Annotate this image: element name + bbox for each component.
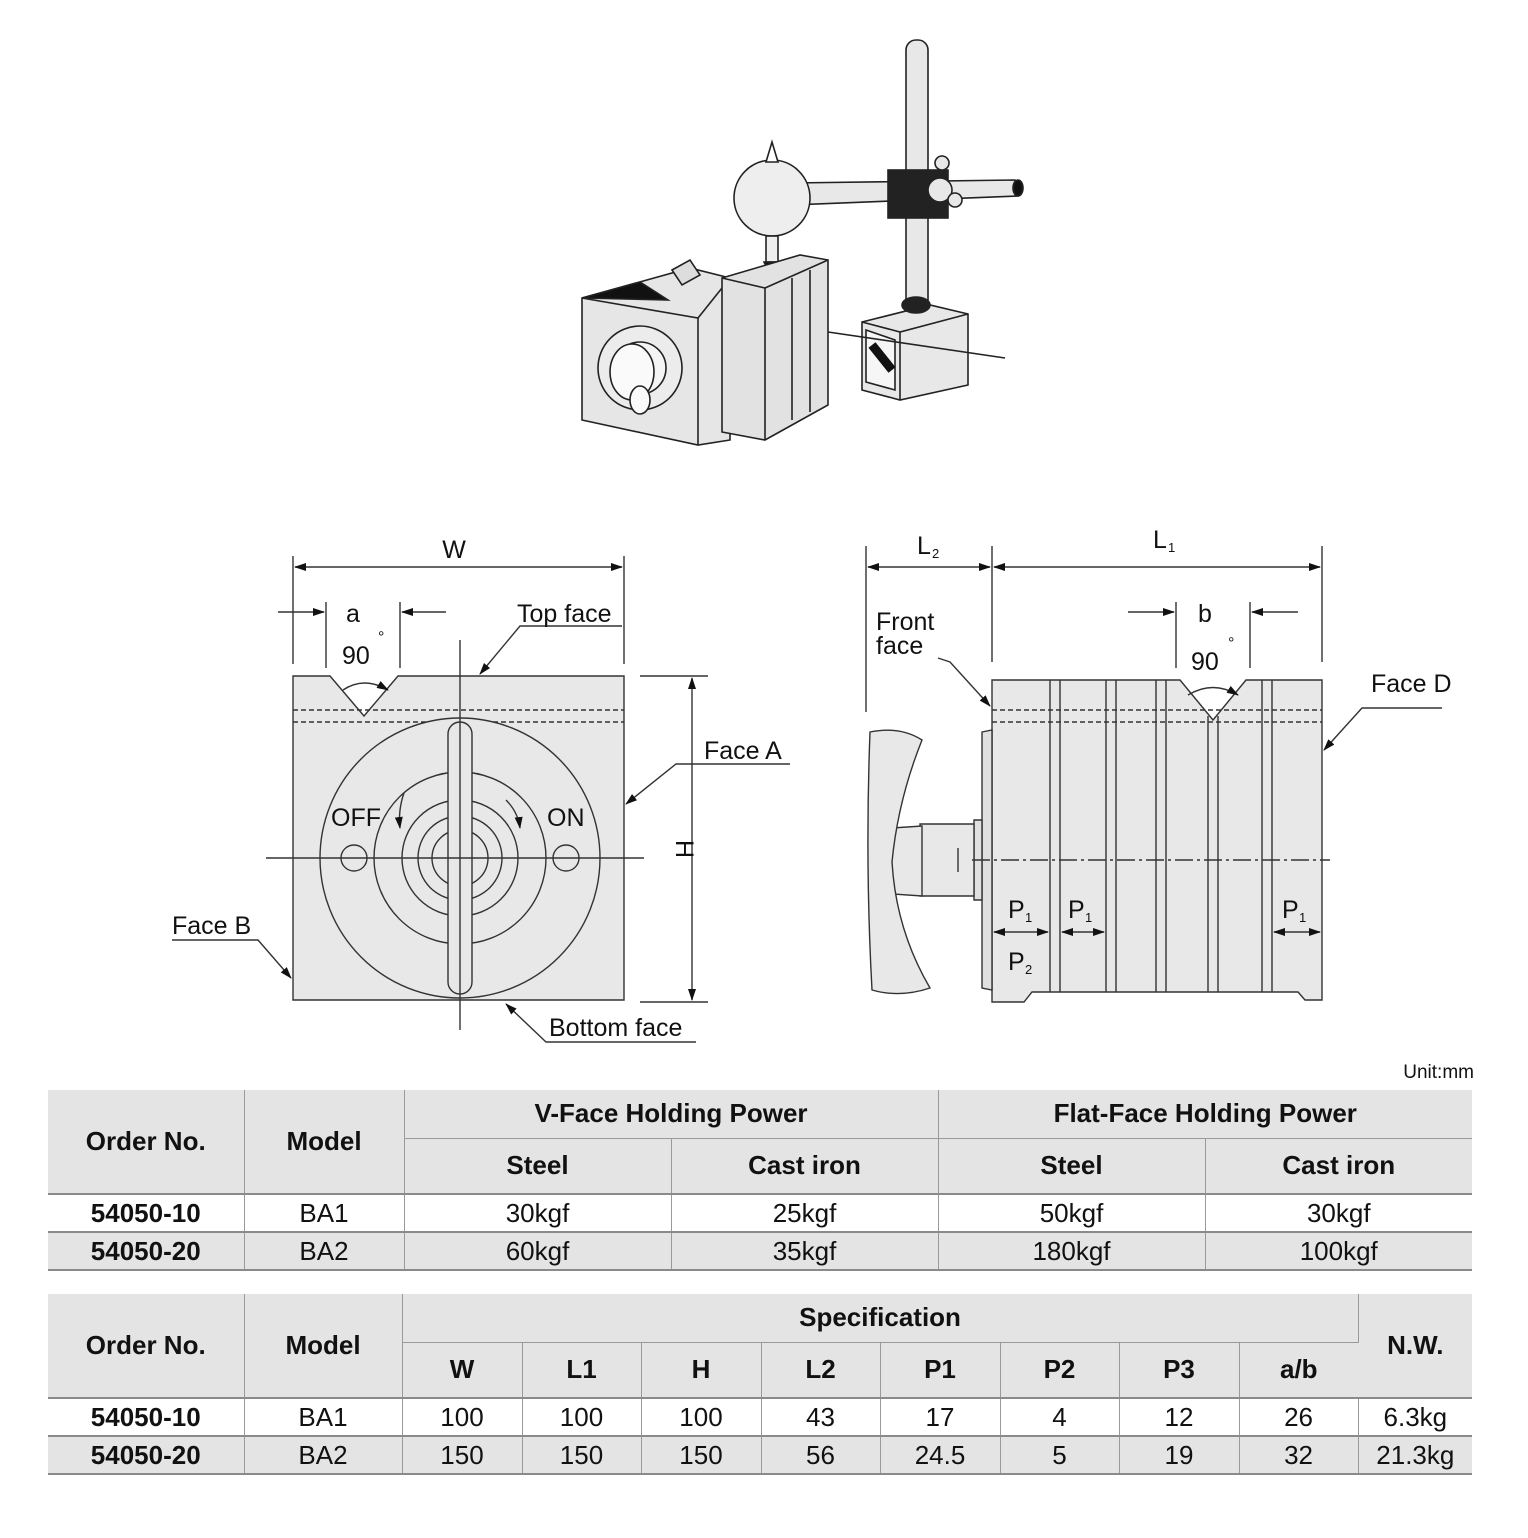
label-degree-right: °: [1228, 635, 1234, 652]
side-view-drawing: [865, 546, 1442, 1003]
value-cell: 19: [1119, 1436, 1240, 1475]
label-p1-a-sub: 1: [1025, 910, 1032, 925]
label-bottom-face: Bottom face: [549, 1014, 682, 1042]
value-cell: 180kgf: [938, 1232, 1206, 1271]
header-p3: P3: [1119, 1342, 1240, 1399]
label-w: W: [442, 536, 466, 564]
header-v-cast-iron: Cast iron: [671, 1138, 939, 1195]
value-cell: 100: [402, 1398, 523, 1437]
holding-power-table: Order No. Model V-Face Holding Power Fla…: [48, 1090, 1472, 1271]
front-view-labels: W a 90 ° Top face Face A OFF ON H Face B…: [172, 536, 782, 1042]
value-cell: 43: [761, 1398, 881, 1437]
value-cell: 32: [1239, 1436, 1359, 1475]
label-p1-a: P: [1008, 896, 1025, 924]
order-no-cell: 54050-20: [48, 1436, 245, 1475]
value-cell: 4: [1000, 1398, 1120, 1437]
header-p1: P1: [880, 1342, 1001, 1399]
label-face: face: [876, 632, 923, 660]
table-row: 54050-20 BA2 150 150 150 56 24.5 5 19 32…: [48, 1436, 1473, 1475]
value-cell: 150: [522, 1436, 642, 1475]
header-w: W: [402, 1342, 523, 1399]
label-top-face: Top face: [517, 600, 612, 628]
value-cell: 50kgf: [938, 1194, 1206, 1233]
header-p2: P2: [1000, 1342, 1120, 1399]
header-flat-cast-iron: Cast iron: [1205, 1138, 1472, 1195]
label-face-b: Face B: [172, 912, 251, 940]
label-p1-c: P: [1282, 896, 1299, 924]
label-l2-sub: 2: [932, 546, 939, 561]
value-cell: 150: [402, 1436, 523, 1475]
label-p1-b-sub: 1: [1085, 910, 1092, 925]
header-order-no: Order No.: [48, 1294, 245, 1399]
model-cell: BA1: [244, 1398, 403, 1437]
value-cell: 24.5: [880, 1436, 1001, 1475]
label-p2: P: [1008, 948, 1025, 976]
order-no-cell: 54050-20: [48, 1232, 245, 1271]
label-off: OFF: [331, 804, 381, 832]
label-l1-sub: 1: [1168, 540, 1175, 555]
label-on: ON: [547, 804, 585, 832]
label-b: b: [1198, 600, 1212, 628]
header-model: Model: [244, 1294, 403, 1399]
technical-drawings: W a 90 ° Top face Face A OFF ON H Face B…: [172, 39, 1452, 1043]
value-cell: 17: [880, 1398, 1001, 1437]
order-no-cell: 54050-10: [48, 1398, 245, 1437]
label-l2: L: [917, 532, 931, 560]
header-specification: Specification: [402, 1294, 1359, 1343]
header-h: H: [641, 1342, 762, 1399]
specification-table: Order No. Model Specification N.W. W L1 …: [48, 1294, 1473, 1475]
label-face-d: Face D: [1371, 670, 1452, 698]
table-row: 54050-20 BA2 60kgf 35kgf 180kgf 100kgf: [48, 1232, 1472, 1271]
value-cell: 56: [761, 1436, 881, 1475]
value-cell: 100kgf: [1205, 1232, 1472, 1271]
label-p1-b: P: [1068, 896, 1085, 924]
model-cell: BA1: [244, 1194, 405, 1233]
magnetic-v-block-illustration: [581, 39, 1024, 446]
model-cell: BA2: [244, 1232, 405, 1271]
unit-label: Unit:mm: [1403, 1062, 1474, 1083]
label-angle-left: 90: [342, 642, 370, 670]
label-p1-c-sub: 1: [1299, 910, 1306, 925]
value-cell: 30kgf: [404, 1194, 672, 1233]
value-cell: 30kgf: [1205, 1194, 1472, 1233]
label-l1: L: [1153, 526, 1167, 554]
label-front: Front: [876, 608, 934, 636]
order-no-cell: 54050-10: [48, 1194, 245, 1233]
header-model: Model: [244, 1090, 405, 1195]
value-cell: 5: [1000, 1436, 1120, 1475]
header-v-face: V-Face Holding Power: [404, 1090, 939, 1139]
header-flat-face: Flat-Face Holding Power: [938, 1090, 1472, 1139]
label-degree-left: °: [378, 629, 384, 646]
value-cell: 12: [1119, 1398, 1240, 1437]
label-h: H: [670, 840, 698, 858]
model-cell: BA2: [244, 1436, 403, 1475]
header-l1: L1: [522, 1342, 642, 1399]
value-cell: 26: [1239, 1398, 1359, 1437]
value-cell: 100: [641, 1398, 762, 1437]
front-view-drawing: [172, 556, 790, 1043]
header-nw: N.W.: [1358, 1294, 1473, 1399]
label-face-a: Face A: [704, 737, 782, 765]
header-flat-steel: Steel: [938, 1138, 1206, 1195]
value-cell: 150: [641, 1436, 762, 1475]
header-v-steel: Steel: [404, 1138, 672, 1195]
label-angle-right: 90: [1191, 648, 1219, 676]
value-cell: 100: [522, 1398, 642, 1437]
label-p2-sub: 2: [1025, 962, 1032, 977]
value-cell: 35kgf: [671, 1232, 939, 1271]
nw-cell: 21.3kg: [1358, 1436, 1473, 1475]
value-cell: 60kgf: [404, 1232, 672, 1271]
value-cell: 25kgf: [671, 1194, 939, 1233]
header-ab: a/b: [1239, 1342, 1359, 1399]
side-view-labels: L 2 L 1 Front face b 90 ° Face D P 1 P 1…: [876, 526, 1452, 977]
header-l2: L2: [761, 1342, 881, 1399]
table-row: 54050-10 BA1 100 100 100 43 17 4 12 26 6…: [48, 1398, 1473, 1437]
header-order-no: Order No.: [48, 1090, 245, 1195]
table-row: 54050-10 BA1 30kgf 25kgf 50kgf 30kgf: [48, 1194, 1472, 1233]
label-a: a: [346, 600, 360, 628]
nw-cell: 6.3kg: [1358, 1398, 1473, 1437]
